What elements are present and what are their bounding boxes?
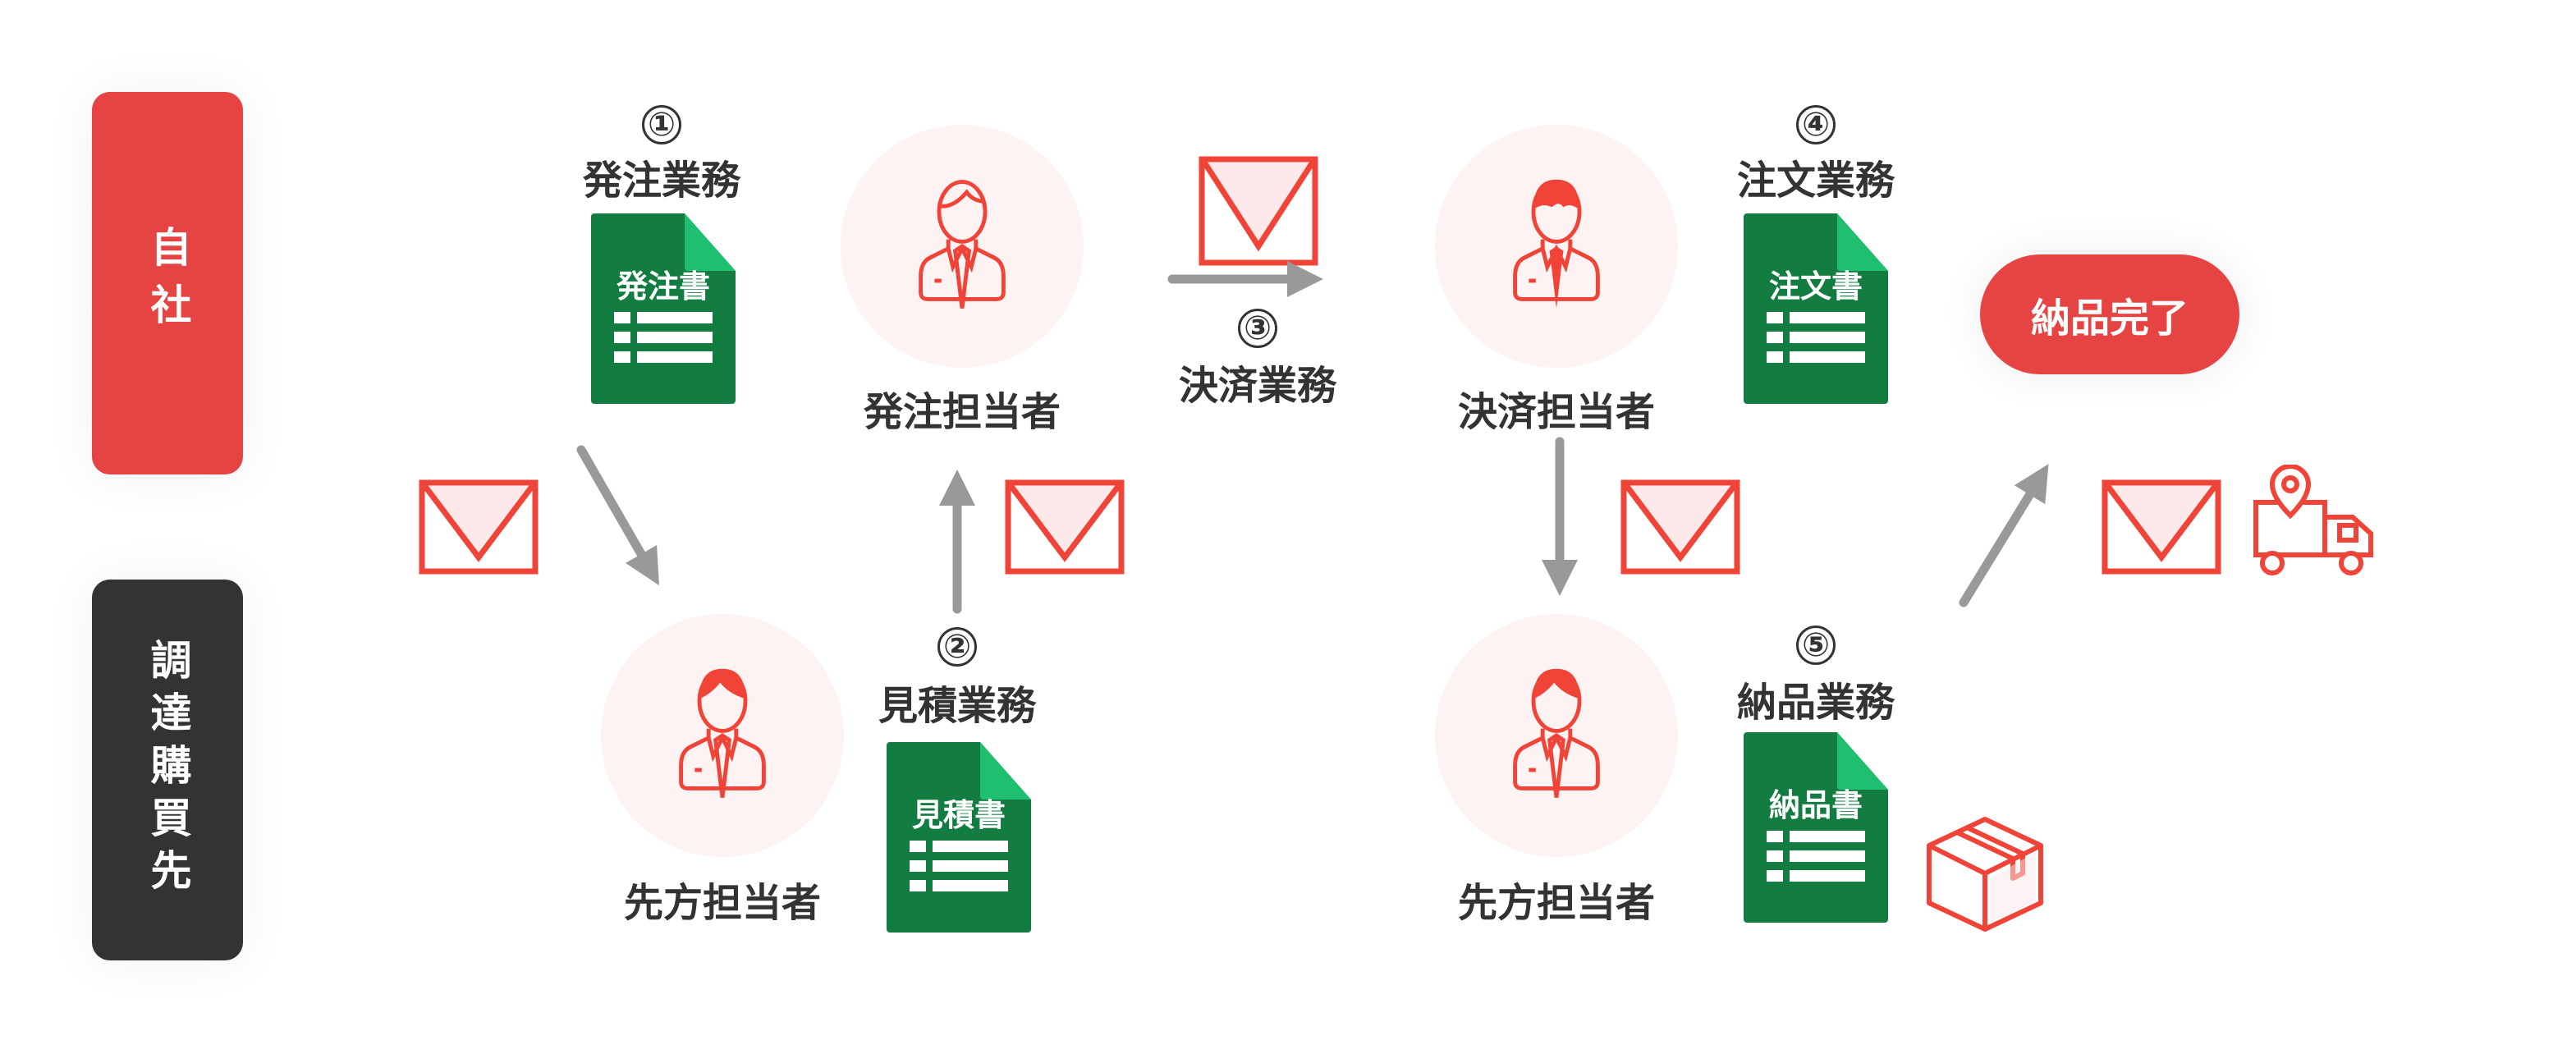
package-icon <box>1927 817 2043 932</box>
document-icon: 発注書 <box>591 213 736 404</box>
document-icon: 納品書 <box>1744 732 1888 923</box>
step-label: 見積業務 <box>878 683 1036 729</box>
mail-icon <box>419 479 539 575</box>
step-number: ③ <box>1238 309 1277 348</box>
person-label: 発注担当者 <box>863 389 1061 435</box>
mail-icon <box>2102 479 2221 575</box>
person-label: 先方担当者 <box>1457 880 1655 926</box>
document-title: 発注書 <box>616 268 710 305</box>
arrow-down-right <box>576 445 659 586</box>
person-icon <box>601 614 844 857</box>
lane-label: 調達購買先 <box>144 639 192 901</box>
document-icon: 見積書 <box>887 742 1031 933</box>
mail-icon <box>1005 479 1125 575</box>
step-label: 納品業務 <box>1736 680 1895 726</box>
mail-icon <box>1199 156 1318 266</box>
lane-label: 自社 <box>144 226 192 341</box>
arrow-up-right <box>1959 464 2049 607</box>
person-icon <box>1435 614 1678 857</box>
step-label: 注文業務 <box>1736 158 1895 204</box>
document-title: 注文書 <box>1768 268 1863 305</box>
delivery-complete-badge: 納品完了 <box>1980 254 2239 374</box>
person-label: 先方担当者 <box>623 880 821 926</box>
step-number: ④ <box>1796 105 1836 144</box>
delivery-truck-icon <box>2253 465 2373 575</box>
step-label: 決済業務 <box>1178 363 1336 409</box>
step-number: ② <box>937 627 977 667</box>
person-icon <box>841 125 1084 368</box>
person-icon <box>1435 125 1678 368</box>
document-icon: 注文書 <box>1744 213 1888 404</box>
lane-own-company: 自社 <box>92 92 243 474</box>
document-title: 見積書 <box>911 797 1006 833</box>
step-label: 発注業務 <box>582 158 740 204</box>
mail-icon <box>1620 479 1740 575</box>
person-label: 決済担当者 <box>1457 389 1655 435</box>
document-title: 納品書 <box>1768 787 1863 823</box>
lane-supplier: 調達購買先 <box>92 580 243 960</box>
step-number: ⑤ <box>1796 626 1836 665</box>
step-number: ① <box>642 105 681 144</box>
